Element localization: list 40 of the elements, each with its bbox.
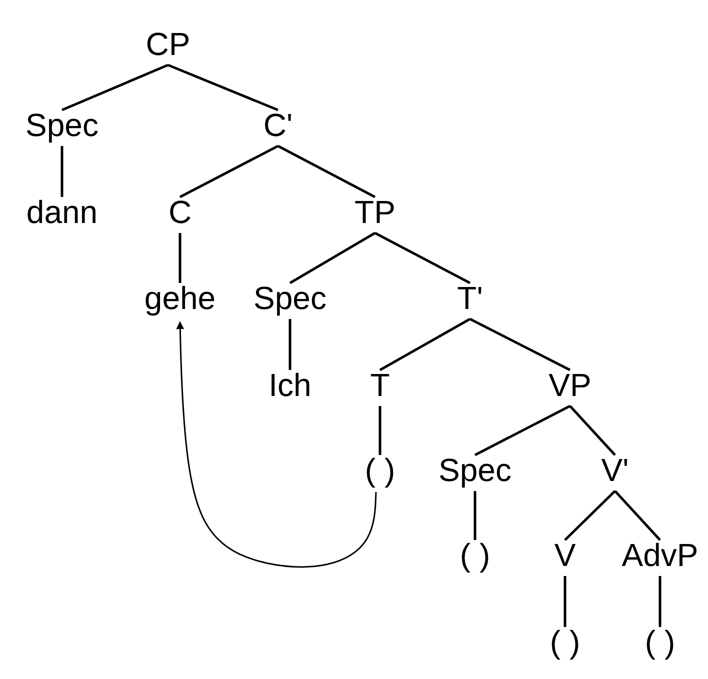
tree-branch xyxy=(564,576,566,627)
tree-node-label: V' xyxy=(599,452,631,488)
tree-node-label: AdvP xyxy=(620,537,700,573)
tree-branch xyxy=(179,144,279,198)
tree-branch xyxy=(178,233,182,283)
tree-branch xyxy=(288,319,292,370)
tree-node-label: Spec xyxy=(252,280,328,316)
movement-arrow xyxy=(176,321,377,568)
tree-node-label: T xyxy=(368,367,392,403)
tree-branch xyxy=(60,146,64,197)
tree-branch xyxy=(62,64,168,112)
tree-branch xyxy=(658,576,662,627)
tree-branch xyxy=(378,406,382,455)
tree-node-label: CP xyxy=(144,26,192,62)
tree-branch xyxy=(474,404,571,456)
tree-node-label: ( ) xyxy=(362,452,398,488)
tree-node-label: C' xyxy=(261,107,295,143)
tree-branch xyxy=(474,491,476,540)
tree-node-label: V xyxy=(552,537,578,573)
tree-node-label: ( ) xyxy=(548,624,582,660)
tree-node-label: TP xyxy=(352,194,398,230)
tree-node-label: T' xyxy=(455,280,485,316)
tree-branch xyxy=(374,232,471,284)
tree-branch xyxy=(379,318,471,372)
tree-branch xyxy=(564,490,616,541)
tree-node-label: dann xyxy=(24,194,100,230)
tree-node-label: VP xyxy=(546,367,594,403)
tree-branch xyxy=(469,318,571,372)
tree-node-label: ( ) xyxy=(642,624,678,660)
tree-node-label: Ich xyxy=(266,367,314,403)
tree-branch xyxy=(569,405,616,456)
tree-branch xyxy=(614,490,661,541)
tree-node-label: ( ) xyxy=(458,537,492,573)
tree-node-label: Spec xyxy=(436,452,514,488)
tree-node-label: C xyxy=(166,194,194,230)
tree-node-label: gehe xyxy=(142,280,218,316)
tree-branch xyxy=(289,232,376,284)
tree-branch xyxy=(168,64,278,112)
tree-node-label: Spec xyxy=(24,107,100,143)
tree-branch xyxy=(277,144,376,198)
